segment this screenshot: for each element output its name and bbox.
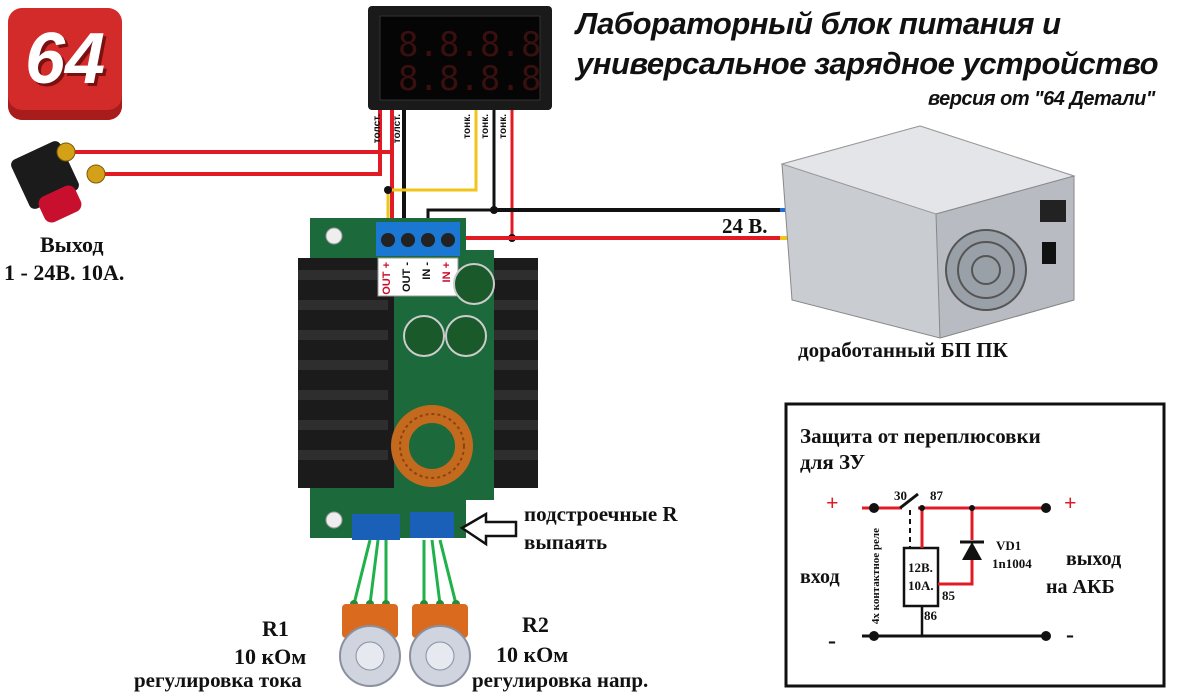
output-plus: + bbox=[1064, 490, 1077, 515]
terminal-out-minus: OUT - bbox=[401, 262, 413, 292]
output-spec: 1 - 24В. 10А. bbox=[4, 260, 125, 285]
wire-label-thin-3: тонк. bbox=[498, 114, 509, 139]
input-label: вход bbox=[800, 566, 840, 588]
r1-name: R1 bbox=[262, 616, 289, 641]
output-label-line2: на АКБ bbox=[1046, 576, 1115, 598]
title-version: версия от "64 Детали" bbox=[928, 88, 1155, 110]
logo-text: 64 bbox=[24, 19, 106, 99]
trimmer-note-line1: подстроечные R bbox=[524, 502, 678, 526]
psu-voltage: 24 В. bbox=[722, 214, 768, 238]
reverse-polarity-protection-box bbox=[784, 402, 1166, 688]
terminal-in-plus: IN + bbox=[441, 262, 453, 283]
protection-title-line2: для ЗУ bbox=[800, 450, 865, 474]
relay-type-label: 4х контактное реле bbox=[870, 528, 882, 625]
trimmer-note-line2: выпаять bbox=[524, 530, 608, 554]
r1-value: 10 кОм bbox=[234, 644, 307, 669]
r1-purpose: регулировка тока bbox=[134, 668, 302, 692]
volt-amp-meter: 8.8.8.8 8.8.8.8 bbox=[368, 6, 552, 110]
relay-rating-current: 10А. bbox=[908, 578, 934, 593]
svg-text:8.8.8.8: 8.8.8.8 bbox=[398, 59, 541, 99]
protection-title-line1: Защита от переплюсовки bbox=[800, 424, 1041, 448]
relay-rating-voltage: 12В. bbox=[908, 560, 933, 575]
r2-name: R2 bbox=[522, 612, 549, 637]
output-label: Выход bbox=[40, 232, 104, 257]
diode-name: VD1 bbox=[996, 538, 1022, 553]
input-plus: + bbox=[826, 490, 839, 515]
pin-86: 86 bbox=[924, 608, 937, 623]
output-terminal-jack bbox=[11, 141, 106, 223]
psu-caption: доработанный БП ПК bbox=[798, 338, 1008, 362]
diode-part: 1n1004 bbox=[992, 556, 1032, 571]
wire-label-thin-2: тонк. bbox=[480, 114, 491, 139]
input-minus: - bbox=[828, 628, 836, 654]
r2-value: 10 кОм bbox=[496, 642, 569, 667]
pin-30: 30 bbox=[894, 488, 907, 503]
title-line2: универсальное зарядное устройство bbox=[576, 46, 1159, 81]
pc-power-supply bbox=[780, 125, 1076, 339]
wire-label-thick-2: толст. bbox=[392, 114, 403, 144]
logo-64: 64 bbox=[8, 8, 122, 120]
wire-label-thick-1: толст. bbox=[372, 114, 383, 144]
pin-87: 87 bbox=[930, 488, 943, 503]
potentiometer-r2 bbox=[409, 604, 471, 687]
output-label-line1: выход bbox=[1066, 548, 1122, 570]
output-minus: - bbox=[1066, 622, 1074, 648]
buck-converter-module bbox=[298, 218, 538, 540]
terminal-in-minus: IN - bbox=[421, 262, 433, 280]
svg-text:8.8.8.8: 8.8.8.8 bbox=[398, 25, 541, 65]
wire-label-thin-1: тонк. bbox=[462, 114, 473, 139]
terminal-out-plus: OUT + bbox=[381, 262, 393, 295]
r2-purpose: регулировка напр. bbox=[472, 668, 649, 692]
title-line1: Лабораторный блок питания и bbox=[576, 6, 1061, 41]
pin-85: 85 bbox=[942, 588, 955, 603]
potentiometer-r1 bbox=[339, 604, 401, 687]
